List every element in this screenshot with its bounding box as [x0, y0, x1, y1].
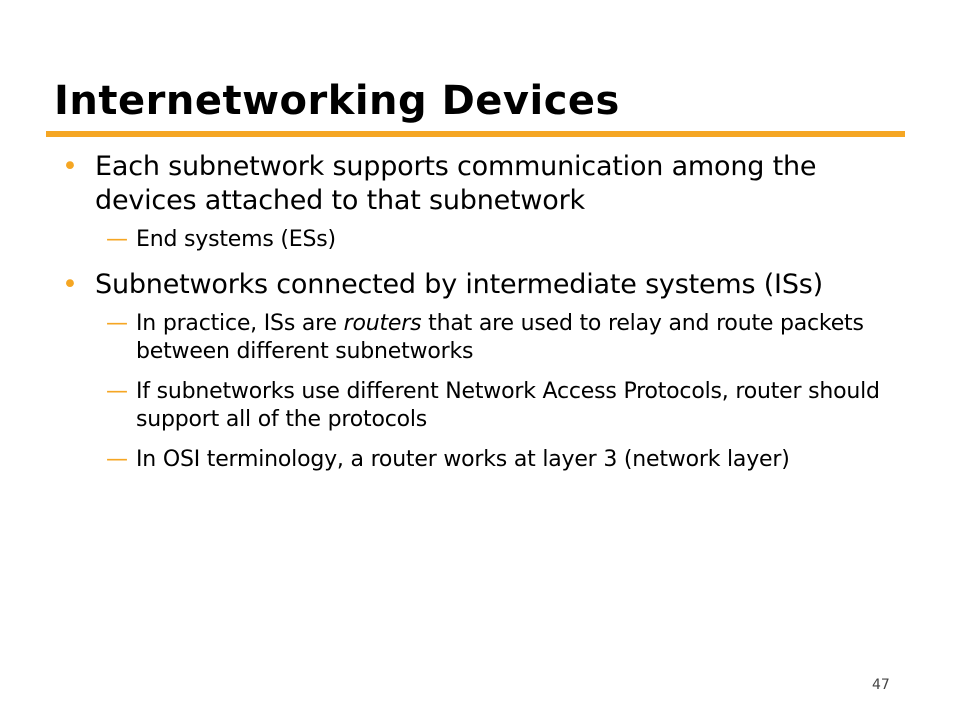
- bullet-item: • Subnetworks connected by intermediate …: [62, 268, 912, 302]
- sub-bullet-text: End systems (ESs): [136, 227, 336, 252]
- bullet-item: • Each subnetwork supports communication…: [62, 150, 912, 218]
- sub-bullet-item: — End systems (ESs): [106, 226, 912, 254]
- sub-bullet-item: — If subnetworks use different Network A…: [106, 378, 912, 434]
- sub-bullet-text: In OSI terminology, a router works at la…: [136, 447, 790, 472]
- dash-icon: —: [106, 227, 128, 252]
- sub-bullet-item: — In OSI terminology, a router works at …: [106, 446, 912, 474]
- dash-icon: —: [106, 447, 128, 472]
- sub-bullet-text-start: In practice, ISs are: [136, 311, 344, 336]
- bullet-text: Each subnetwork supports communication a…: [95, 151, 817, 216]
- sub-bullet-text: If subnetworks use different Network Acc…: [136, 379, 880, 432]
- slide-content: • Each subnetwork supports communication…: [62, 150, 912, 486]
- bullet-dot-icon: •: [62, 269, 78, 300]
- slide-title: Internetworking Devices: [54, 78, 620, 124]
- dash-icon: —: [106, 379, 128, 404]
- dash-icon: —: [106, 311, 128, 336]
- sub-bullet-text-end: that are used to relay and route packets…: [136, 311, 864, 364]
- page-number: 47: [872, 677, 890, 693]
- bullet-text: Subnetworks connected by intermediate sy…: [95, 269, 823, 300]
- sub-bullet-emphasis: routers: [343, 311, 422, 336]
- sub-bullet-item: — In practice, ISs are routers that are …: [106, 310, 912, 366]
- title-underline: [46, 131, 905, 137]
- bullet-dot-icon: •: [62, 151, 78, 182]
